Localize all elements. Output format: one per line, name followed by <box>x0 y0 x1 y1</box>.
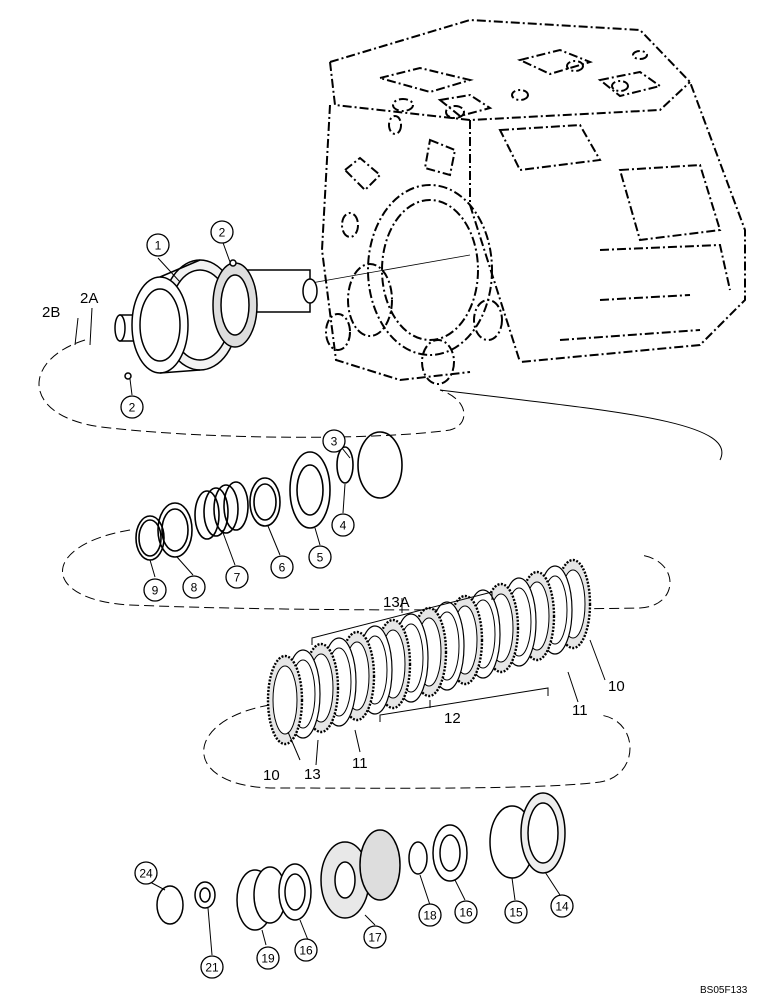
callout-circle <box>182 575 206 599</box>
disc-bore <box>272 665 298 735</box>
leader-lines <box>129 239 561 956</box>
shaft-assembly <box>114 259 318 380</box>
callout-number: 2 <box>219 226 226 240</box>
label-11-left: 11 <box>352 755 368 772</box>
callout-number: 17 <box>368 931 382 945</box>
callout-circle <box>225 565 249 589</box>
callout-5: 5 <box>308 545 332 569</box>
callout-6: 6 <box>270 555 294 579</box>
callout-circle <box>200 955 224 979</box>
callout-number: 9 <box>152 584 159 598</box>
callout-16: 16 <box>294 938 318 962</box>
plain-labels: 2B 2A 13A 10 11 12 10 13 11 BS05F133 <box>42 290 748 996</box>
label-13a: 13A <box>383 594 410 611</box>
transmission-housing <box>320 18 746 385</box>
callout-circle <box>134 861 158 885</box>
callout-1: 1 <box>146 233 170 257</box>
callout-circle <box>331 513 355 537</box>
callout-16: 16 <box>454 900 478 924</box>
clutch-pack <box>266 558 592 746</box>
callout-number: 8 <box>191 581 198 595</box>
clutch-brackets <box>311 591 549 722</box>
callout-number: 3 <box>331 435 338 449</box>
label-12: 12 <box>444 710 461 727</box>
callout-15: 15 <box>504 900 528 924</box>
axis-line <box>299 254 471 286</box>
callout-circle <box>363 925 387 949</box>
callout-14: 14 <box>550 894 574 918</box>
callout-number: 19 <box>261 952 275 966</box>
callout-number: 18 <box>423 909 437 923</box>
callout-number: 5 <box>317 551 324 565</box>
callout-8: 8 <box>182 575 206 599</box>
label-10-left: 10 <box>263 767 280 784</box>
callout-circle <box>256 946 280 970</box>
callout-17: 17 <box>363 925 387 949</box>
callout-number: 7 <box>234 571 241 585</box>
label-11-right: 11 <box>572 702 588 719</box>
callout-number: 1 <box>155 239 162 253</box>
callout-24: 24 <box>134 861 158 885</box>
callout-19: 19 <box>256 946 280 970</box>
callout-circle <box>294 938 318 962</box>
callout-number: 14 <box>555 900 569 914</box>
callout-circle <box>146 233 170 257</box>
callout-circle <box>418 903 442 927</box>
callout-circle <box>143 578 167 602</box>
callout-18: 18 <box>418 903 442 927</box>
callout-circle <box>550 894 574 918</box>
callout-number: 16 <box>299 944 313 958</box>
callout-circle <box>210 220 234 244</box>
callout-number: 6 <box>279 561 286 575</box>
callout-number: 16 <box>459 906 473 920</box>
callout-3: 3 <box>322 429 346 453</box>
leader-loops <box>38 339 723 789</box>
label-2a: 2A <box>80 290 98 307</box>
callout-2: 2 <box>120 395 144 419</box>
callout-number: 2 <box>129 401 136 415</box>
label-13: 13 <box>304 766 321 783</box>
callout-circle <box>504 900 528 924</box>
label-ticks <box>74 307 606 766</box>
callout-circle <box>454 900 478 924</box>
label-10-right: 10 <box>608 678 625 695</box>
callout-number: 4 <box>340 519 347 533</box>
callout-9: 9 <box>143 578 167 602</box>
gear-bearing-group <box>156 792 566 931</box>
callout-number: 15 <box>509 906 523 920</box>
label-2b: 2B <box>42 304 60 321</box>
callout-circle <box>322 429 346 453</box>
callout-number: 24 <box>139 867 153 881</box>
piston-seal-group <box>135 431 403 561</box>
callout-circle <box>308 545 332 569</box>
callout-21: 21 <box>200 955 224 979</box>
callout-2: 2 <box>210 220 234 244</box>
callout-7: 7 <box>225 565 249 589</box>
callout-4: 4 <box>331 513 355 537</box>
callout-circle <box>120 395 144 419</box>
callout-circle <box>270 555 294 579</box>
callout-number: 21 <box>205 961 219 975</box>
reference-code: BS05F133 <box>700 985 748 996</box>
